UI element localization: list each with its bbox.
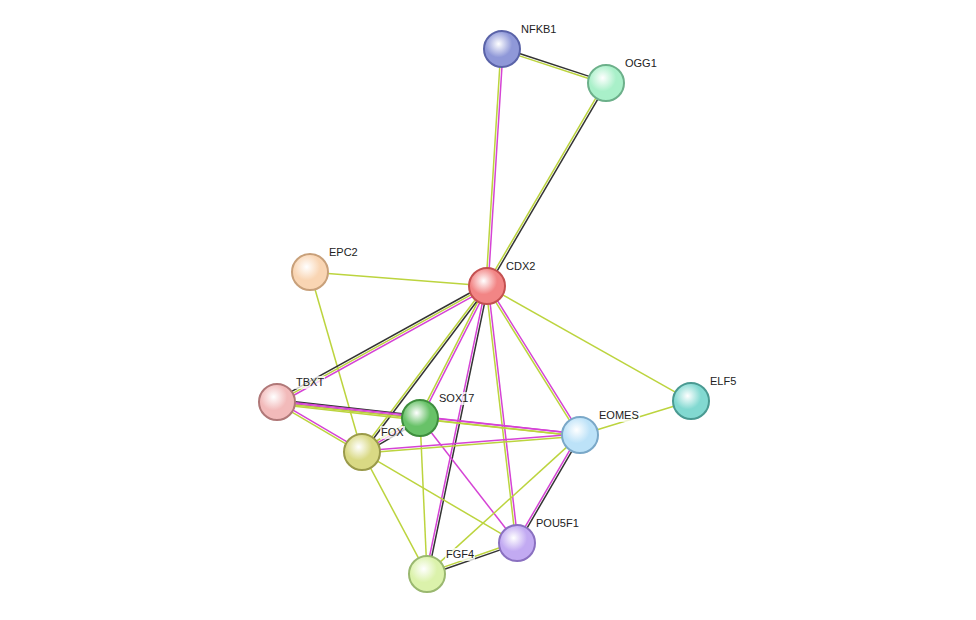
evidence-line bbox=[427, 302, 478, 402]
evidence-line bbox=[440, 447, 566, 562]
evidence-line bbox=[294, 297, 472, 396]
protein-node: FOX bbox=[343, 433, 381, 471]
node-label: FGF4 bbox=[445, 548, 475, 561]
protein-node: TBXT bbox=[258, 383, 296, 421]
protein-node: FGF4 bbox=[408, 555, 446, 593]
evidence-line bbox=[495, 98, 596, 270]
evidence-line bbox=[438, 419, 562, 432]
node-label: CDX2 bbox=[505, 260, 536, 273]
evidence-line bbox=[496, 302, 570, 420]
protein-node: CDX2 bbox=[468, 267, 506, 305]
evidence-line bbox=[497, 301, 571, 419]
node-label: SOX17 bbox=[438, 392, 475, 405]
interaction-edge bbox=[487, 67, 502, 268]
interaction-edge bbox=[495, 98, 598, 271]
interaction-edge bbox=[440, 447, 566, 562]
evidence-line bbox=[328, 273, 469, 284]
interaction-edge bbox=[597, 406, 674, 429]
evidence-line bbox=[488, 304, 514, 525]
evidence-line bbox=[292, 412, 346, 444]
interaction-edge bbox=[376, 425, 405, 445]
evidence-line bbox=[519, 54, 589, 77]
evidence-line bbox=[519, 56, 589, 79]
evidence-line bbox=[487, 67, 500, 268]
interaction-edge bbox=[328, 273, 469, 284]
protein-node: NFKB1 bbox=[483, 30, 521, 68]
interaction-edge bbox=[292, 410, 347, 444]
evidence-line bbox=[380, 437, 562, 451]
evidence-line bbox=[525, 450, 570, 527]
node-label: OGG1 bbox=[624, 57, 658, 70]
protein-node: EOMES bbox=[561, 416, 599, 454]
interaction-edge bbox=[503, 295, 676, 392]
interaction-edge bbox=[438, 419, 562, 434]
evidence-line bbox=[293, 410, 347, 442]
node-label: NFKB1 bbox=[520, 23, 557, 36]
evidence-line bbox=[489, 67, 502, 268]
node-label: EOMES bbox=[598, 409, 640, 422]
node-label: POU5F1 bbox=[535, 517, 580, 530]
evidence-line bbox=[503, 295, 676, 392]
protein-node: OGG1 bbox=[587, 64, 625, 102]
evidence-line bbox=[421, 436, 426, 556]
protein-node: POU5F1 bbox=[498, 524, 536, 562]
protein-node: ELF5 bbox=[672, 382, 710, 420]
evidence-line bbox=[597, 406, 674, 429]
node-label: FOX bbox=[380, 426, 405, 439]
interaction-edge bbox=[421, 436, 426, 556]
protein-node: SOX17 bbox=[401, 399, 439, 437]
interaction-edge bbox=[496, 301, 572, 421]
interaction-edge bbox=[519, 54, 589, 79]
interaction-edge bbox=[488, 304, 516, 525]
node-label: TBXT bbox=[295, 376, 325, 389]
evidence-line bbox=[497, 99, 598, 271]
evidence-line bbox=[490, 304, 516, 525]
node-label: ELF5 bbox=[709, 375, 737, 388]
evidence-line bbox=[438, 421, 562, 434]
evidence-line bbox=[444, 548, 500, 567]
evidence-line bbox=[380, 435, 562, 449]
interaction-edge bbox=[380, 435, 562, 451]
protein-node: EPC2 bbox=[291, 253, 329, 291]
interaction-edge bbox=[444, 548, 501, 569]
evidence-line bbox=[295, 404, 402, 416]
evidence-line bbox=[374, 301, 477, 438]
node-label: EPC2 bbox=[328, 246, 359, 259]
